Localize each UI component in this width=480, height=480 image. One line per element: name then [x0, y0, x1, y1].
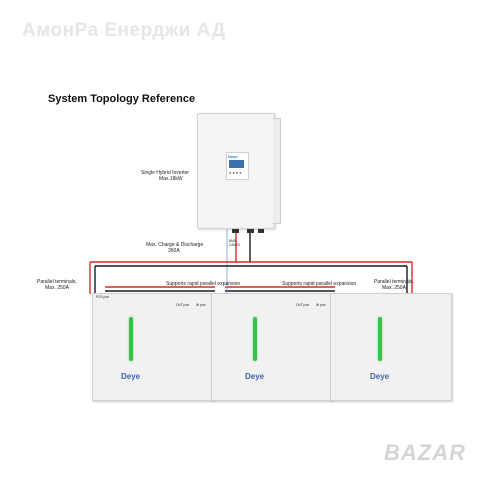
inverter-connector	[232, 228, 239, 233]
battery-module-2	[211, 293, 333, 401]
parallel-right-line: Parallel terminals,	[374, 279, 414, 285]
battery-status-led	[129, 317, 133, 361]
inverter-display	[229, 160, 244, 168]
inverter-logo: Deye	[228, 154, 238, 159]
battery-module-1	[92, 293, 214, 401]
bazar-watermark: BAZAR	[384, 440, 466, 465]
battery-module-3	[330, 293, 452, 401]
inverter-connector	[247, 228, 254, 233]
charge-label-line: 350A	[168, 248, 180, 254]
battery-logo: Deye	[121, 372, 141, 381]
bms-port-label-line: BMS	[229, 239, 236, 243]
charge-discharge-label: Max. Charge & Discharge 350A	[146, 242, 203, 254]
expansion-label-1: Supports rapid parallel expansion	[166, 281, 241, 287]
charge-label-line: Max. Charge & Discharge	[146, 242, 204, 248]
battery-logo: Deye	[370, 372, 390, 381]
in-port-label: IN port	[196, 303, 206, 307]
inverter-label-line: Max.18kW	[159, 176, 183, 182]
inverter-connector	[258, 228, 264, 233]
parallel-terminals-right-label: Parallel terminals, Max. 250A	[374, 279, 414, 291]
inverter-label-line: Single Hybrid Inverter	[141, 170, 190, 176]
inverter-label: Single Hybrid Inverter Max.18kW	[141, 170, 189, 182]
pcs-port-label: PCS port	[96, 295, 109, 299]
out-port-label: OUT port	[296, 303, 310, 307]
parallel-terminals-left-label: Parallel terminals, Max. 250A	[37, 279, 77, 291]
bms-port-label: BMS CAN2.0	[229, 239, 240, 247]
diagram-title: System Topology Reference	[48, 93, 196, 105]
bms-port-label-line: CAN2.0	[229, 243, 241, 247]
battery-status-led	[253, 317, 257, 361]
battery-logo: Deye	[245, 372, 265, 381]
parallel-right-line: Max. 250A	[382, 285, 406, 291]
battery-status-led	[378, 317, 382, 361]
out-port-label: OUT port	[176, 303, 190, 307]
parallel-left-line: Max. 250A	[45, 285, 69, 291]
watermark-text: АмонРа Енерджи АД	[22, 20, 226, 41]
expansion-label-2: Supports rapid parallel expansion	[282, 281, 357, 287]
inverter-buttons-icon: ●●●●	[229, 170, 243, 175]
inverter-side-panel	[273, 118, 281, 224]
in-port-label: IN port	[316, 303, 326, 307]
parallel-left-line: Parallel terminals,	[37, 279, 77, 285]
